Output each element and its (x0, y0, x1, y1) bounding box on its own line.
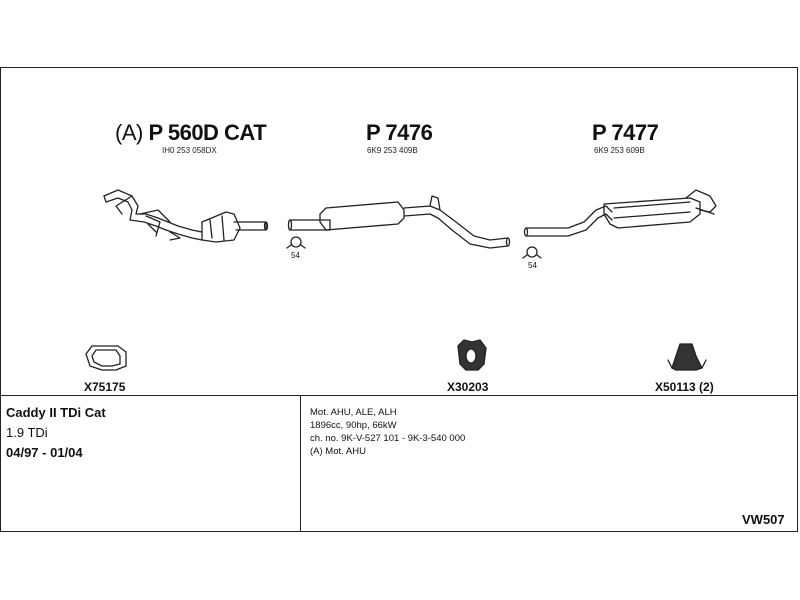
vehicle-years: 04/97 - 01/04 (6, 445, 83, 460)
spec-displacement: 1896cc, 90hp, 66kW (310, 420, 397, 431)
clamp-middle (286, 236, 306, 249)
rubber-hanger-drawing (457, 339, 487, 371)
vehicle-name: Caddy II TDi Cat (6, 405, 106, 420)
middle-oem-number: 6K9 253 409B (367, 146, 418, 155)
catalytic-converter-pipe (103, 189, 269, 243)
horizontal-divider (0, 395, 798, 396)
middle-part-number: P 7476 (366, 120, 433, 145)
cat-part-label: (A) P 560D CAT (115, 120, 267, 146)
mount-code: X50113 (2) (655, 380, 714, 394)
spec-block: Mot. AHU, ALE, ALH 1896cc, 90hp, 66kW ch… (310, 406, 465, 458)
spec-note: (A) Mot. AHU (310, 446, 366, 457)
cat-part-number: P 560D CAT (148, 120, 267, 145)
gasket-code: X75175 (84, 380, 126, 394)
diagram-frame (0, 67, 798, 532)
rear-silencer (523, 189, 717, 237)
rear-oem-number: 6K9 253 609B (594, 146, 645, 155)
vertical-divider (300, 396, 301, 532)
spec-chassis: ch. no. 9K-V-527 101 - 9K-3-540 000 (310, 433, 466, 444)
middle-clamp-number: 54 (291, 251, 300, 260)
cat-prefix: (A) (115, 120, 143, 145)
middle-silencer (287, 195, 511, 249)
diagram-id: VW507 (742, 512, 785, 527)
cat-oem-number: IH0 253 058DX (162, 146, 217, 155)
rear-part-number: P 7477 (592, 120, 659, 145)
rear-clamp-number: 54 (528, 261, 537, 270)
clamp-rear (522, 246, 542, 259)
vehicle-engine: 1.9 TDi (6, 425, 48, 440)
hanger-code: X30203 (447, 380, 489, 394)
gasket-drawing (85, 345, 127, 371)
spec-engines: Mot. AHU, ALE, ALH (310, 407, 397, 418)
mount-drawing (667, 343, 707, 371)
